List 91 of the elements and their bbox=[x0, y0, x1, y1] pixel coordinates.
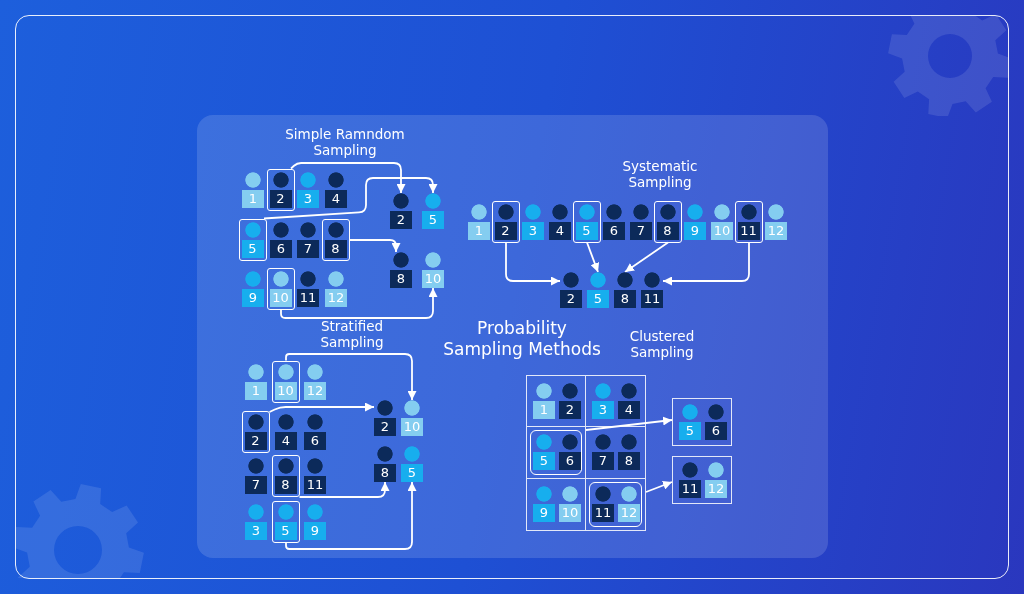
arrow bbox=[290, 162, 406, 194]
person-figure: 10 bbox=[401, 400, 423, 436]
selected-person-figure: 5 bbox=[238, 218, 267, 261]
person-figure: 4 bbox=[549, 204, 571, 240]
person-figure: 5 bbox=[587, 272, 609, 308]
diagram-title: Probability Sampling Methods bbox=[442, 318, 602, 360]
arrow bbox=[268, 402, 375, 413]
selected-person-figure: 5 bbox=[271, 500, 300, 543]
selected-person-figure: 8 bbox=[321, 218, 350, 261]
person-figure: 8 bbox=[614, 272, 636, 308]
person-figure: 9 bbox=[533, 486, 555, 522]
person-figure: 8 bbox=[390, 252, 412, 288]
person-figure: 1 bbox=[242, 172, 264, 208]
person-figure: 7 bbox=[592, 434, 614, 470]
person-figure: 6 bbox=[705, 404, 727, 440]
person-figure: 2 bbox=[390, 193, 412, 229]
sample-box bbox=[672, 456, 732, 504]
person-figure: 8 bbox=[618, 434, 640, 470]
selected-person-figure: 10 bbox=[271, 360, 300, 403]
grid-cell bbox=[586, 427, 646, 479]
person-figure: 3 bbox=[245, 504, 267, 540]
person-figure: 3 bbox=[297, 172, 319, 208]
arrow bbox=[285, 353, 417, 401]
person-figure: 6 bbox=[304, 414, 326, 450]
section-heading: Simple Ramndom Sampling bbox=[284, 126, 406, 158]
person-figure: 5 bbox=[401, 446, 423, 482]
person-figure: 1 bbox=[468, 204, 490, 240]
person-figure: 2 bbox=[559, 383, 581, 419]
arrow bbox=[645, 481, 673, 493]
selected-person-figure: 11 bbox=[734, 200, 763, 243]
person-figure: 11 bbox=[304, 458, 326, 494]
selected-person-figure: 10 bbox=[266, 267, 295, 310]
person-figure: 12 bbox=[705, 462, 727, 498]
person-figure: 12 bbox=[304, 364, 326, 400]
person-figure: 8 bbox=[374, 446, 396, 482]
person-figure: 9 bbox=[242, 271, 264, 307]
arrow bbox=[662, 241, 750, 286]
person-figure: 12 bbox=[765, 204, 787, 240]
arrow bbox=[505, 241, 561, 286]
person-figure: 5 bbox=[422, 193, 444, 229]
person-figure: 10 bbox=[422, 252, 444, 288]
sample-box bbox=[672, 398, 732, 446]
person-figure: 10 bbox=[559, 486, 581, 522]
arrow bbox=[285, 481, 417, 550]
person-figure: 3 bbox=[522, 204, 544, 240]
person-figure: 11 bbox=[592, 486, 614, 522]
person-figure: 5 bbox=[533, 434, 555, 470]
person-figure: 11 bbox=[641, 272, 663, 308]
person-figure: 9 bbox=[684, 204, 706, 240]
person-figure: 7 bbox=[245, 458, 267, 494]
section-heading: Clustered Sampling bbox=[628, 328, 696, 360]
selected-person-figure: 8 bbox=[271, 454, 300, 497]
person-figure: 7 bbox=[297, 222, 319, 258]
selected-person-figure: 2 bbox=[266, 168, 295, 211]
person-figure: 2 bbox=[374, 400, 396, 436]
selected-person-figure: 2 bbox=[241, 410, 270, 453]
person-figure: 9 bbox=[304, 504, 326, 540]
arrow bbox=[585, 416, 673, 431]
selected-grid-cell bbox=[586, 479, 646, 531]
person-figure: 4 bbox=[275, 414, 297, 450]
selected-person-figure: 2 bbox=[491, 200, 520, 243]
selected-person-figure: 5 bbox=[572, 200, 601, 243]
grid-cell bbox=[526, 479, 586, 531]
grid-cell bbox=[586, 375, 646, 427]
person-figure: 5 bbox=[679, 404, 701, 440]
person-figure: 10 bbox=[711, 204, 733, 240]
arrow bbox=[280, 287, 438, 319]
section-heading: Systematic Sampling bbox=[621, 158, 699, 190]
arrow bbox=[298, 481, 390, 498]
arrow bbox=[624, 241, 669, 273]
person-figure: 12 bbox=[618, 486, 640, 522]
person-figure: 6 bbox=[603, 204, 625, 240]
person-figure: 7 bbox=[630, 204, 652, 240]
person-figure: 3 bbox=[592, 383, 614, 419]
person-figure: 6 bbox=[270, 222, 292, 258]
person-figure: 6 bbox=[559, 434, 581, 470]
person-figure: 11 bbox=[679, 462, 701, 498]
selected-grid-cell bbox=[526, 427, 586, 479]
arrow bbox=[263, 177, 438, 220]
person-figure: 12 bbox=[325, 271, 347, 307]
section-heading: Stratified Sampling bbox=[319, 318, 385, 350]
person-figure: 2 bbox=[560, 272, 582, 308]
person-figure: 11 bbox=[297, 271, 319, 307]
arrow bbox=[586, 241, 600, 273]
person-figure: 1 bbox=[245, 364, 267, 400]
person-figure: 4 bbox=[618, 383, 640, 419]
arrow bbox=[348, 239, 401, 253]
person-figure: 1 bbox=[533, 383, 555, 419]
selected-person-figure: 8 bbox=[653, 200, 682, 243]
person-figure: 4 bbox=[325, 172, 347, 208]
grid-cell bbox=[526, 375, 586, 427]
